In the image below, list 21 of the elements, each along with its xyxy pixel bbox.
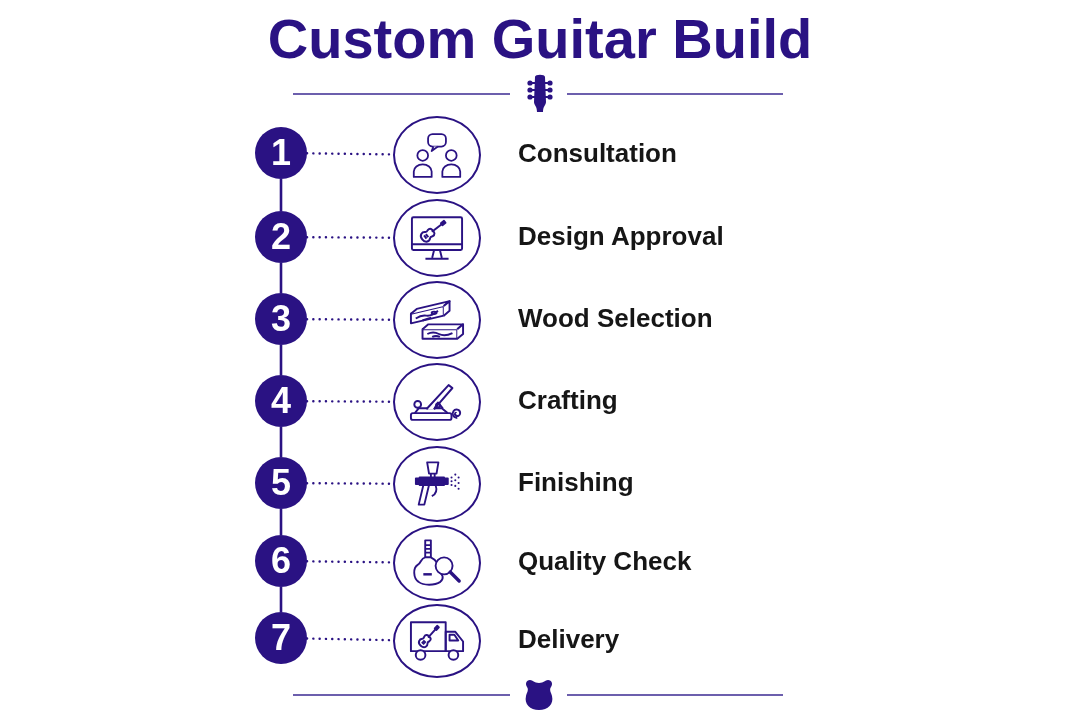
step-label: Delivery bbox=[518, 625, 620, 656]
connector-line bbox=[279, 509, 283, 535]
connector-line bbox=[279, 587, 283, 612]
step-number-badge: 2 bbox=[255, 211, 307, 263]
step-number-badge: 1 bbox=[255, 127, 307, 179]
connector-line bbox=[279, 179, 283, 211]
step-number-badge: 5 bbox=[255, 457, 307, 509]
step-label: Consultation bbox=[518, 139, 677, 170]
step-label: Design Approval bbox=[518, 222, 724, 253]
step-number-badge: 3 bbox=[255, 293, 307, 345]
connector-line bbox=[279, 263, 283, 293]
step-number-badge: 4 bbox=[255, 375, 307, 427]
connector-line bbox=[279, 345, 283, 375]
step-label: Finishing bbox=[518, 468, 634, 499]
step-number-badge: 7 bbox=[255, 612, 307, 664]
diagram-title: Custom Guitar Build bbox=[267, 8, 813, 70]
step-label: Crafting bbox=[518, 386, 618, 417]
step-label: Quality Check bbox=[518, 547, 692, 578]
step-label: Wood Selection bbox=[518, 304, 713, 335]
step-number-badge: 6 bbox=[255, 535, 307, 587]
connector-line bbox=[279, 427, 283, 457]
